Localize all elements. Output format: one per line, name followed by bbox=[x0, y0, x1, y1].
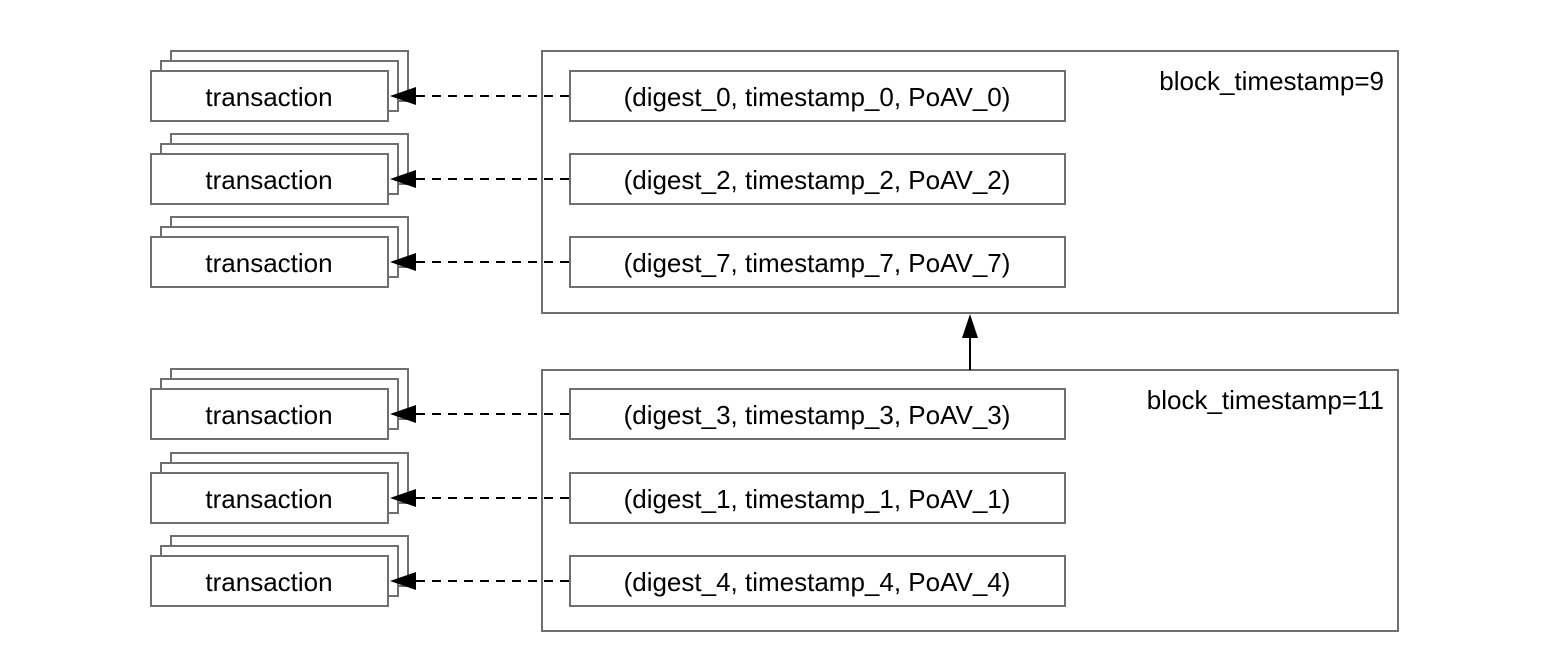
entry-box bbox=[569, 236, 1066, 288]
arrow-left-icon bbox=[390, 572, 416, 590]
transaction-stack: transaction bbox=[150, 50, 409, 122]
entry-box bbox=[569, 388, 1066, 440]
transaction-stack: transaction bbox=[150, 535, 409, 607]
entry-text: (digest_2, timestamp_2, PoAV_2) bbox=[624, 165, 1011, 195]
transaction-card bbox=[150, 388, 389, 440]
transaction-stack: transaction bbox=[150, 368, 409, 440]
entry-text: (digest_3, timestamp_3, PoAV_3) bbox=[624, 400, 1011, 430]
arrow-up-icon bbox=[962, 314, 978, 338]
entry-box bbox=[569, 472, 1066, 524]
entry-box bbox=[569, 555, 1066, 607]
entry-text: (digest_0, timestamp_0, PoAV_0) bbox=[624, 82, 1011, 112]
arrow-left-icon bbox=[390, 405, 416, 423]
transaction-label: transaction bbox=[205, 567, 332, 597]
transaction-card bbox=[150, 153, 389, 205]
block-0-label: block_timestamp=9 bbox=[1159, 66, 1384, 96]
entry-row: transaction (digest_7, timestamp_7, PoAV… bbox=[150, 216, 1066, 288]
transaction-label: transaction bbox=[205, 82, 332, 112]
arrow-left-icon bbox=[390, 170, 416, 188]
entry-box bbox=[569, 70, 1066, 122]
transaction-card bbox=[150, 236, 389, 288]
transaction-card bbox=[150, 472, 389, 524]
entry-text: (digest_1, timestamp_1, PoAV_1) bbox=[624, 484, 1011, 514]
entry-row: transaction (digest_0, timestamp_0, PoAV… bbox=[150, 50, 1066, 122]
transaction-stack: transaction bbox=[150, 216, 409, 288]
transaction-label: transaction bbox=[205, 248, 332, 278]
entry-text: (digest_7, timestamp_7, PoAV_7) bbox=[624, 248, 1011, 278]
arrow-left-icon bbox=[390, 253, 416, 271]
transaction-stack: transaction bbox=[150, 133, 409, 205]
transaction-card bbox=[150, 555, 389, 607]
transaction-label: transaction bbox=[205, 400, 332, 430]
block-1-label: block_timestamp=11 bbox=[1147, 385, 1384, 415]
block-link-arrow bbox=[962, 314, 978, 370]
entry-box bbox=[569, 153, 1066, 205]
entry-text: (digest_4, timestamp_4, PoAV_4) bbox=[624, 567, 1011, 597]
transaction-label: transaction bbox=[205, 484, 332, 514]
entry-row: transaction (digest_2, timestamp_2, PoAV… bbox=[150, 133, 1066, 205]
arrow-left-icon bbox=[390, 489, 416, 507]
entry-row: transaction (digest_3, timestamp_3, PoAV… bbox=[150, 368, 1066, 440]
entry-row: transaction (digest_4, timestamp_4, PoAV… bbox=[150, 535, 1066, 607]
arrow-left-icon bbox=[390, 87, 416, 105]
transaction-label: transaction bbox=[205, 165, 332, 195]
transaction-card bbox=[150, 70, 389, 122]
entry-row: transaction (digest_1, timestamp_1, PoAV… bbox=[150, 452, 1066, 524]
transaction-stack: transaction bbox=[150, 452, 409, 524]
